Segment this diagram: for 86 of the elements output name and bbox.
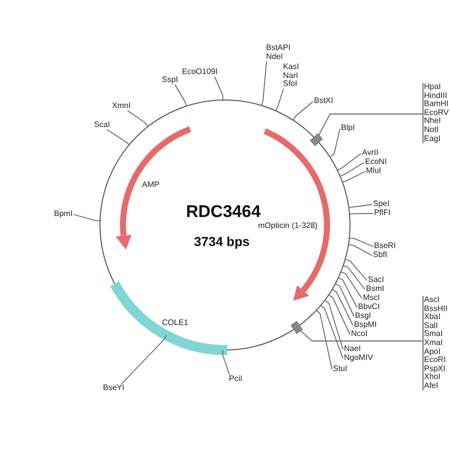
cloning-site-box: [310, 134, 323, 146]
restriction-site-label: NdeI: [266, 52, 284, 62]
restriction-site-label: BbvCI: [358, 303, 380, 312]
leader-line: [316, 310, 332, 370]
leader-line: [127, 110, 148, 127]
restriction-site-label: KasI: [283, 63, 300, 72]
leader-line: [338, 277, 358, 308]
leader-line: [348, 244, 372, 256]
restriction-site-label: NcoI: [351, 330, 368, 339]
gene-label: AMP: [142, 180, 160, 189]
restriction-site-label: SspI: [162, 76, 178, 85]
leader-line: [292, 101, 314, 121]
leader-line: [324, 300, 344, 350]
restriction-site-label: BssHII: [424, 304, 448, 313]
restriction-site-label: XhoI: [424, 373, 440, 382]
leader-line: [340, 271, 362, 299]
restriction-site-label: EcoO109I: [182, 68, 218, 77]
restriction-site-label: NheI: [424, 117, 442, 126]
restriction-site-label: BseYI: [103, 384, 124, 393]
restriction-site-label: PciI: [229, 375, 242, 384]
leader-line: [261, 60, 267, 106]
plasmid-name: RDC3464: [186, 202, 261, 222]
restriction-site-label: AscI: [424, 296, 441, 305]
restriction-site-label: SfoI: [283, 80, 298, 89]
leader-line: [300, 330, 424, 342]
leader-line: [340, 162, 364, 177]
gene-label: mOpticin (1-328): [258, 221, 318, 230]
restriction-site-label: EcoRI: [424, 356, 447, 365]
restriction-site-label: BstXI: [314, 97, 334, 106]
origin-label: COLE1: [162, 318, 188, 327]
restriction-site-label: MscI: [363, 294, 380, 303]
restriction-site-label: PspXI: [424, 364, 446, 373]
restriction-site-label: XmaI: [424, 338, 444, 348]
restriction-site-label: StuI: [333, 365, 348, 374]
restriction-site-label: SbfI: [373, 251, 388, 260]
restriction-site-label: BsgI: [355, 312, 372, 321]
restriction-site-label: XmnI: [112, 102, 131, 111]
restriction-site-label: PflFI: [374, 209, 390, 218]
restriction-site-label: BpmI: [54, 210, 73, 219]
restriction-site-label: NotI: [424, 126, 440, 135]
restriction-site-label: SalI: [424, 322, 439, 330]
restriction-site-label: SpeI: [373, 200, 390, 209]
leader-line: [329, 128, 340, 158]
leader-line: [342, 171, 366, 183]
restriction-site-label: BamHI: [424, 100, 449, 109]
leader-line: [348, 238, 374, 247]
restriction-site-label: BsmI: [366, 285, 384, 294]
restriction-site-label: XbaI: [424, 313, 442, 322]
leader-line: [106, 129, 130, 146]
restriction-site-label: HindIII: [424, 92, 448, 100]
restriction-site-label: BseRI: [374, 242, 396, 251]
leader-line: [334, 283, 354, 317]
restriction-site-label: EcoRV: [424, 108, 449, 117]
restriction-site-label: BstAPI: [266, 44, 290, 53]
plasmid-size: 3734 bps: [194, 234, 250, 249]
restriction-site-label: AfeI: [424, 382, 440, 391]
restriction-site-label: NgoMIV: [344, 354, 373, 363]
restriction-site-label: NarI: [283, 72, 300, 80]
leader-line: [222, 350, 230, 376]
leader-line: [344, 259, 368, 281]
restriction-site-label: ApoI: [424, 348, 442, 356]
restriction-site-label: AvrII: [362, 149, 378, 158]
leader-line: [320, 304, 344, 359]
leader-line: [318, 114, 424, 136]
restriction-site-label: BlpI: [341, 124, 355, 133]
restriction-site-label: ScaI: [94, 121, 110, 130]
restriction-site-label: BspMI: [354, 321, 377, 330]
leader-line: [120, 334, 167, 384]
leader-line: [348, 204, 372, 208]
leader-line: [336, 153, 362, 171]
leader-line: [349, 213, 374, 215]
restriction-site-label: SmaI: [424, 330, 444, 339]
leader-line: [275, 88, 284, 112]
cloning-site-box: [290, 321, 303, 334]
leader-line: [342, 265, 366, 290]
leader-line: [214, 76, 224, 100]
restriction-site-label: HpaI: [424, 83, 442, 92]
restriction-site-label: MluI: [366, 167, 382, 176]
restriction-site-label: EagI: [424, 134, 442, 144]
leader-line: [73, 214, 101, 222]
restriction-site-label: EcoNI: [365, 158, 387, 167]
leader-line: [174, 84, 187, 107]
leader-line: [328, 294, 350, 335]
restriction-site-label: SacI: [368, 276, 384, 285]
restriction-site-label: NaeI: [344, 345, 361, 354]
leader-line: [332, 288, 354, 326]
